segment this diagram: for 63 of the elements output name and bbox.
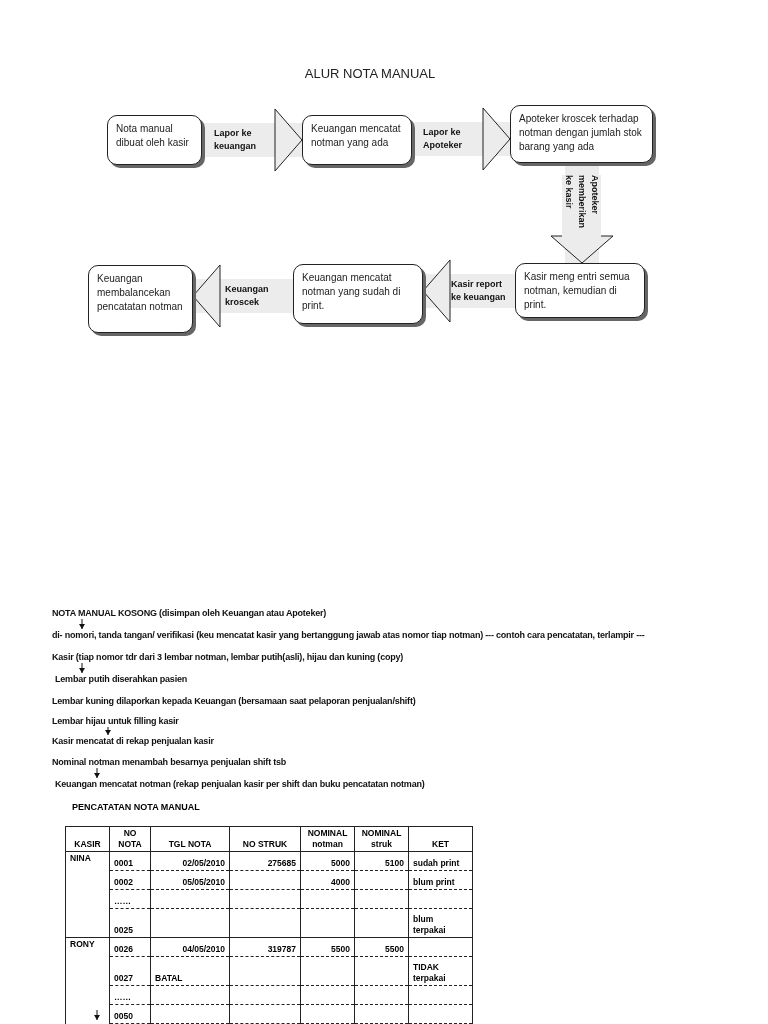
flow-step-text: Nominal notman menambah besarnya penjualan shift tsb [52,756,287,768]
flow-step-text: Lembar putih diserahkan pasien [55,673,188,685]
table-header-cell: KET [408,826,473,852]
table-header-cell: KASIR [65,826,110,852]
table-cell: 4000 [300,870,355,890]
block-arrow [412,107,511,171]
table-cell: 0050 [109,1004,151,1024]
flow-step-text: Lembar hijau untuk filling kasir [52,715,179,727]
flow-step-text: NOTA MANUAL KOSONG (disimpan oleh Keuangan atau Apoteker) [52,607,327,619]
arrow [94,767,100,779]
table-cell: …… [109,985,151,1005]
box-text: Apoteker kroscek terhadap notman dengan jumlah stok barang yang ada [519,113,642,152]
table-cell: 5000 [300,851,355,871]
flow-step-text: Kasir mencatat di rekap penjualan kasir [52,735,214,747]
table-cell: 319787 [229,937,301,957]
table-cell: 0026 [109,937,151,957]
table-heading: PENCATATAN NOTA MANUAL [72,802,200,812]
box-text: Nota manual dibuat oleh kasir [116,123,189,148]
edge-label: Kasir report ke keuangan [451,278,507,304]
table-cell: 0001 [109,851,151,871]
box-text: Keuangan membalancekan pencatatan notman [97,273,183,312]
table-header-cell: TGL NOTA [150,826,230,852]
process-box [293,264,423,324]
table-cell: RONY [65,937,110,1024]
diagram-title: ALUR NOTA MANUAL [303,66,437,81]
box-text: Keuangan mencatat notman yang sudah di print. [302,272,401,311]
edge-label: Apoteker memberikan ke kasir [562,175,601,237]
table-cell: TIDAK terpakai [408,956,473,986]
table-header-cell: NOMINAL notman [300,826,355,852]
arrow [79,662,85,674]
process-box [107,115,202,165]
table-cell: 275685 [229,851,301,871]
flow-step-text: Lembar kuning dilaporkan kepada Keuangan (bersamaan saat pelaporan penjualan/shift) [52,695,416,707]
table-cell: NINA [65,851,110,938]
table-cell: blum terpakai [408,908,473,938]
table-header-cell: NO NOTA [109,826,151,852]
flow-step-text: di- nomori, tanda tangan/ verifikasi (keu mencatat kasir yang bertanggung jawab atas nomor tiap notman) --- contoh cara pencatatan, terlampir --- [52,629,645,641]
arrow [79,618,85,630]
table-cell: 02/05/2010 [150,851,230,871]
process-box [515,263,645,318]
table-cell: 05/05/2010 [150,870,230,890]
table-header-cell: NO STRUK [229,826,301,852]
table-cell: 0027 [109,956,151,986]
table-cell: 04/05/2010 [150,937,230,957]
flow-step-text: Keuangan mencatat notman (rekap penjualan kasir per shift dan buku pencatatan notman) [55,778,425,790]
table-cell: 0002 [109,870,151,890]
process-box [88,265,193,333]
arrow [105,726,111,736]
box-text: Keuangan mencatat notman yang ada [311,123,401,148]
block-arrow [202,108,303,172]
box-text: Kasir meng entri semua notman, kemudian di print. [524,271,630,310]
table-cell: 5500 [300,937,355,957]
table-cell: blum print [408,870,473,890]
table-cell: 0025 [109,908,151,938]
table-cell: sudah print [408,851,473,871]
table-cell: …… [109,889,151,909]
process-box [510,105,653,163]
table-header-cell: NOMINAL struk [354,826,409,852]
process-box [302,115,412,165]
table-cell: 5500 [354,937,409,957]
flow-step-text: Kasir (tiap nomor tdr dari 3 lembar notman, lembar putih(asli), hijau dan kuning (copy) [52,651,404,663]
table-cell: 5100 [354,851,409,871]
table-cell: BATAL [150,956,230,986]
